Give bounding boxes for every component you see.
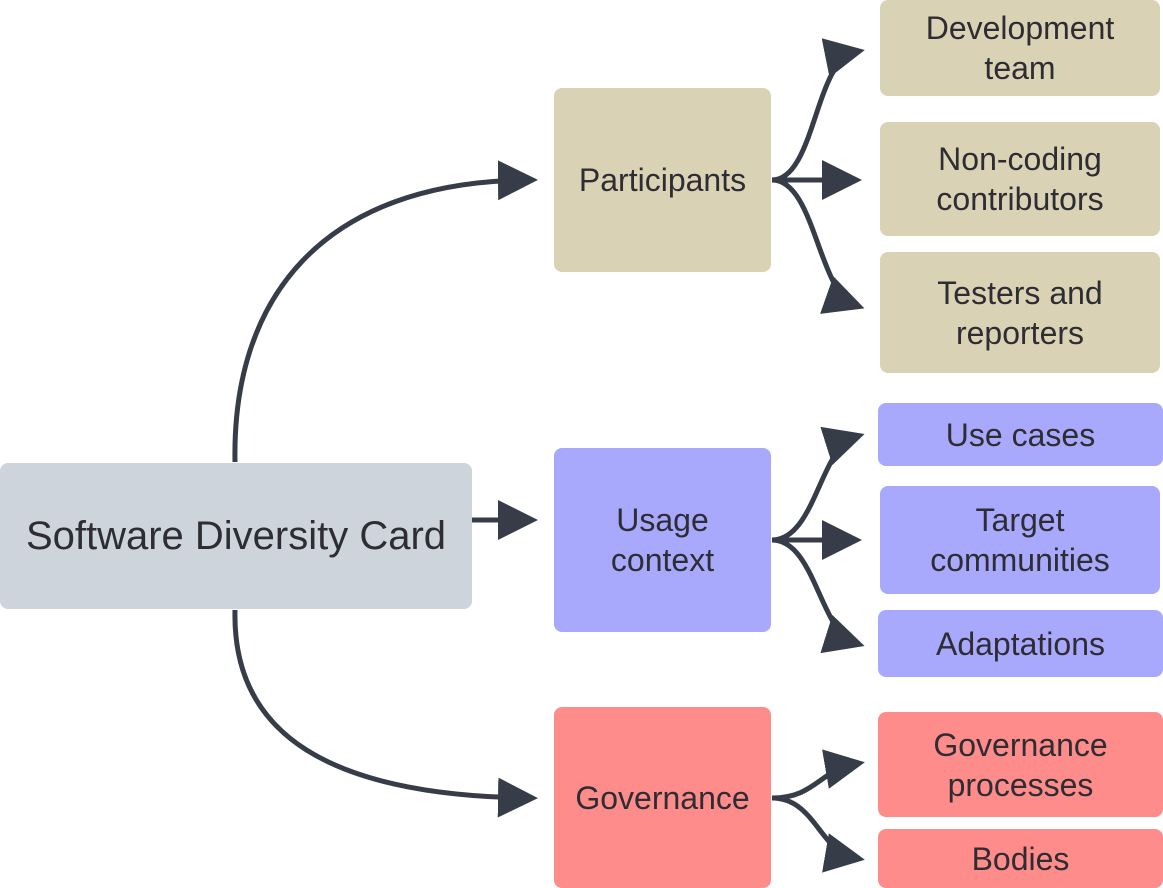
leaf-node-testers-and-reporters: Testers and reporters [880, 252, 1160, 373]
connector-root-to-participants [232, 160, 538, 463]
leaf-node-bodies: Bodies [878, 829, 1163, 888]
leaf-node-label: Governance processes [933, 726, 1108, 803]
leaf-node-adaptations: Adaptations [878, 610, 1163, 677]
connector-usage-to-adaptations [771, 537, 865, 654]
connector-participants-to-development-team [771, 38, 865, 183]
leaf-node-label: Bodies [971, 840, 1070, 877]
category-node-participants: Participants [554, 88, 771, 272]
connector-usage-to-use-cases [771, 426, 865, 543]
connector-root-to-governance [232, 609, 538, 818]
root-node-label: Software Diversity Card [25, 514, 447, 558]
leaf-node-label: Target communities [930, 502, 1110, 578]
category-node-governance: Governance [554, 707, 771, 888]
category-node-usage-context: Usage context [554, 448, 771, 632]
leaf-node-use-cases: Use cases [878, 403, 1163, 466]
connector-governance-to-bodies [771, 795, 865, 873]
category-node-label: Usage context [610, 502, 715, 578]
category-node-label: Governance [575, 779, 750, 816]
category-node-label: Participants [578, 162, 747, 198]
leaf-node-label: Adaptations [935, 625, 1105, 662]
leaf-node-target-communities: Target communities [880, 486, 1160, 594]
leaf-node-label: Non-coding contributors [936, 141, 1104, 217]
leaf-node-governance-processes: Governance processes [878, 712, 1163, 817]
leaf-node-label: Testers and reporters [937, 274, 1103, 351]
leaf-node-development-team: Development team [880, 0, 1160, 96]
leaf-node-non-coding-contributors: Non-coding contributors [880, 122, 1160, 236]
connector-participants-to-testers-and-reporters [771, 177, 865, 314]
leaf-node-label: Use cases [945, 416, 1096, 453]
root-node-software-diversity-card: Software Diversity Card [0, 463, 472, 609]
leaf-node-label: Development team [925, 10, 1115, 86]
connector-governance-to-governance-processes [771, 749, 865, 801]
